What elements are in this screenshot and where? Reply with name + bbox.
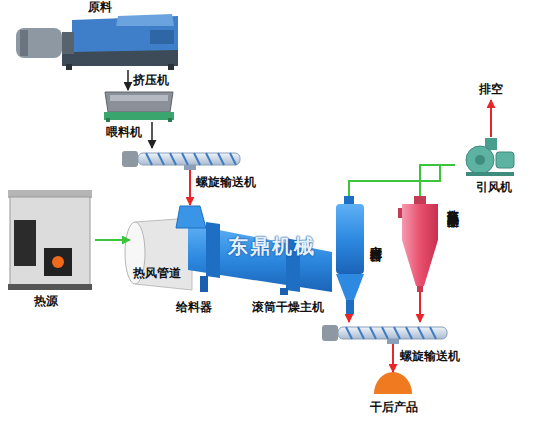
feeder-frame — [104, 112, 174, 120]
heat-source-illustration — [8, 190, 92, 290]
conveyor-motor — [122, 151, 138, 167]
drum-support — [200, 276, 208, 292]
node-label: 干后产品 — [370, 400, 418, 414]
node-label: 高效旋风除尘器 — [446, 200, 460, 207]
cyclone-cone — [402, 240, 438, 286]
conveyor-tube — [338, 327, 447, 339]
stove-base — [8, 284, 92, 290]
fan-housing — [466, 146, 494, 174]
part-label: 给料器 — [176, 300, 212, 314]
node-label: 喂料机 — [106, 125, 142, 139]
motor-fin — [20, 30, 28, 56]
feeder-machine: 喂料机 — [103, 90, 175, 122]
flow-connector — [348, 314, 350, 322]
stove-door — [44, 248, 72, 276]
flow-connector — [127, 70, 129, 90]
feeder-leg — [168, 118, 172, 122]
fan-illustration — [466, 138, 514, 176]
product-pile — [374, 372, 412, 394]
flow-connector — [189, 170, 191, 205]
feeder-hopper — [105, 92, 173, 112]
flow-connector — [151, 122, 153, 148]
flow-connector — [420, 165, 455, 196]
flow-connector — [419, 292, 421, 322]
conveyor-outlet — [184, 165, 196, 170]
fan-hub — [475, 155, 485, 165]
flow-connector — [95, 239, 130, 241]
coupling — [62, 32, 74, 54]
fire — [52, 256, 64, 268]
feeder-leg — [106, 118, 110, 122]
cyclone-cylinder — [402, 204, 438, 240]
conveyor-outlet — [387, 339, 399, 344]
motor — [16, 28, 62, 58]
screw-conveyor-illustration — [122, 151, 240, 170]
discharger-body — [336, 204, 364, 274]
screw-conveyor-illustration — [322, 325, 447, 344]
cyclone-valve — [417, 286, 423, 292]
discharger-cone — [336, 274, 364, 300]
extruder-machine: 原料 — [15, 14, 180, 70]
discharger-valve — [346, 300, 354, 314]
part-label: 热风管道 — [133, 266, 181, 280]
node-label: 滚筒干燥主机 — [252, 300, 324, 314]
heat-source: 热源 — [5, 190, 95, 290]
exhaust-arrow — [490, 100, 492, 137]
node-label: 热源 — [34, 294, 58, 308]
screw-flight — [146, 153, 236, 165]
rotary-drum-illustration — [125, 206, 332, 295]
machine-leg — [168, 64, 174, 70]
flow-connector — [349, 165, 455, 196]
dried-product: 干后产品 — [374, 372, 412, 394]
node-label: 密封排料器 — [369, 236, 383, 241]
panel — [150, 30, 174, 44]
stove-body — [10, 197, 90, 285]
cyclone-illustration — [398, 196, 438, 292]
sealed-discharger: 密封排料器 — [332, 196, 366, 314]
feeder-illustration — [104, 92, 174, 122]
screw-conveyor: 螺旋输送机 — [122, 148, 240, 170]
conveyor-tube — [138, 153, 240, 165]
induced-draft-fan: 引风机 — [455, 138, 515, 176]
extruder-illustration — [16, 14, 178, 70]
drum-support — [280, 288, 288, 295]
machine-leg — [66, 64, 72, 70]
cyclone-outlet — [414, 196, 426, 204]
cyclone-separator: 高效旋风除尘器 — [398, 196, 440, 292]
screw-conveyor: 螺旋输送机 — [322, 322, 447, 344]
feeder-top — [110, 95, 168, 101]
node-label: 引风机 — [476, 180, 512, 194]
stove-panel — [14, 220, 36, 266]
discharger-illustration — [336, 196, 364, 314]
edge-label: 挤压机 — [133, 73, 169, 87]
fan-base — [466, 172, 514, 176]
fan-motor — [496, 152, 514, 168]
drum-ring — [206, 222, 220, 278]
node-label: 原料 — [88, 0, 112, 14]
screw-flight — [346, 327, 436, 339]
flow-connector — [392, 344, 394, 372]
node-label: 螺旋输送机 — [400, 349, 460, 363]
exhaust-label: 排空 — [479, 82, 503, 96]
conveyor-motor — [322, 325, 338, 341]
discharger-outlet — [344, 196, 354, 204]
node-label: 螺旋输送机 — [196, 175, 256, 189]
watermark: 东鼎机械 — [228, 234, 316, 258]
hopper — [116, 14, 174, 26]
feed-chute — [176, 206, 206, 228]
